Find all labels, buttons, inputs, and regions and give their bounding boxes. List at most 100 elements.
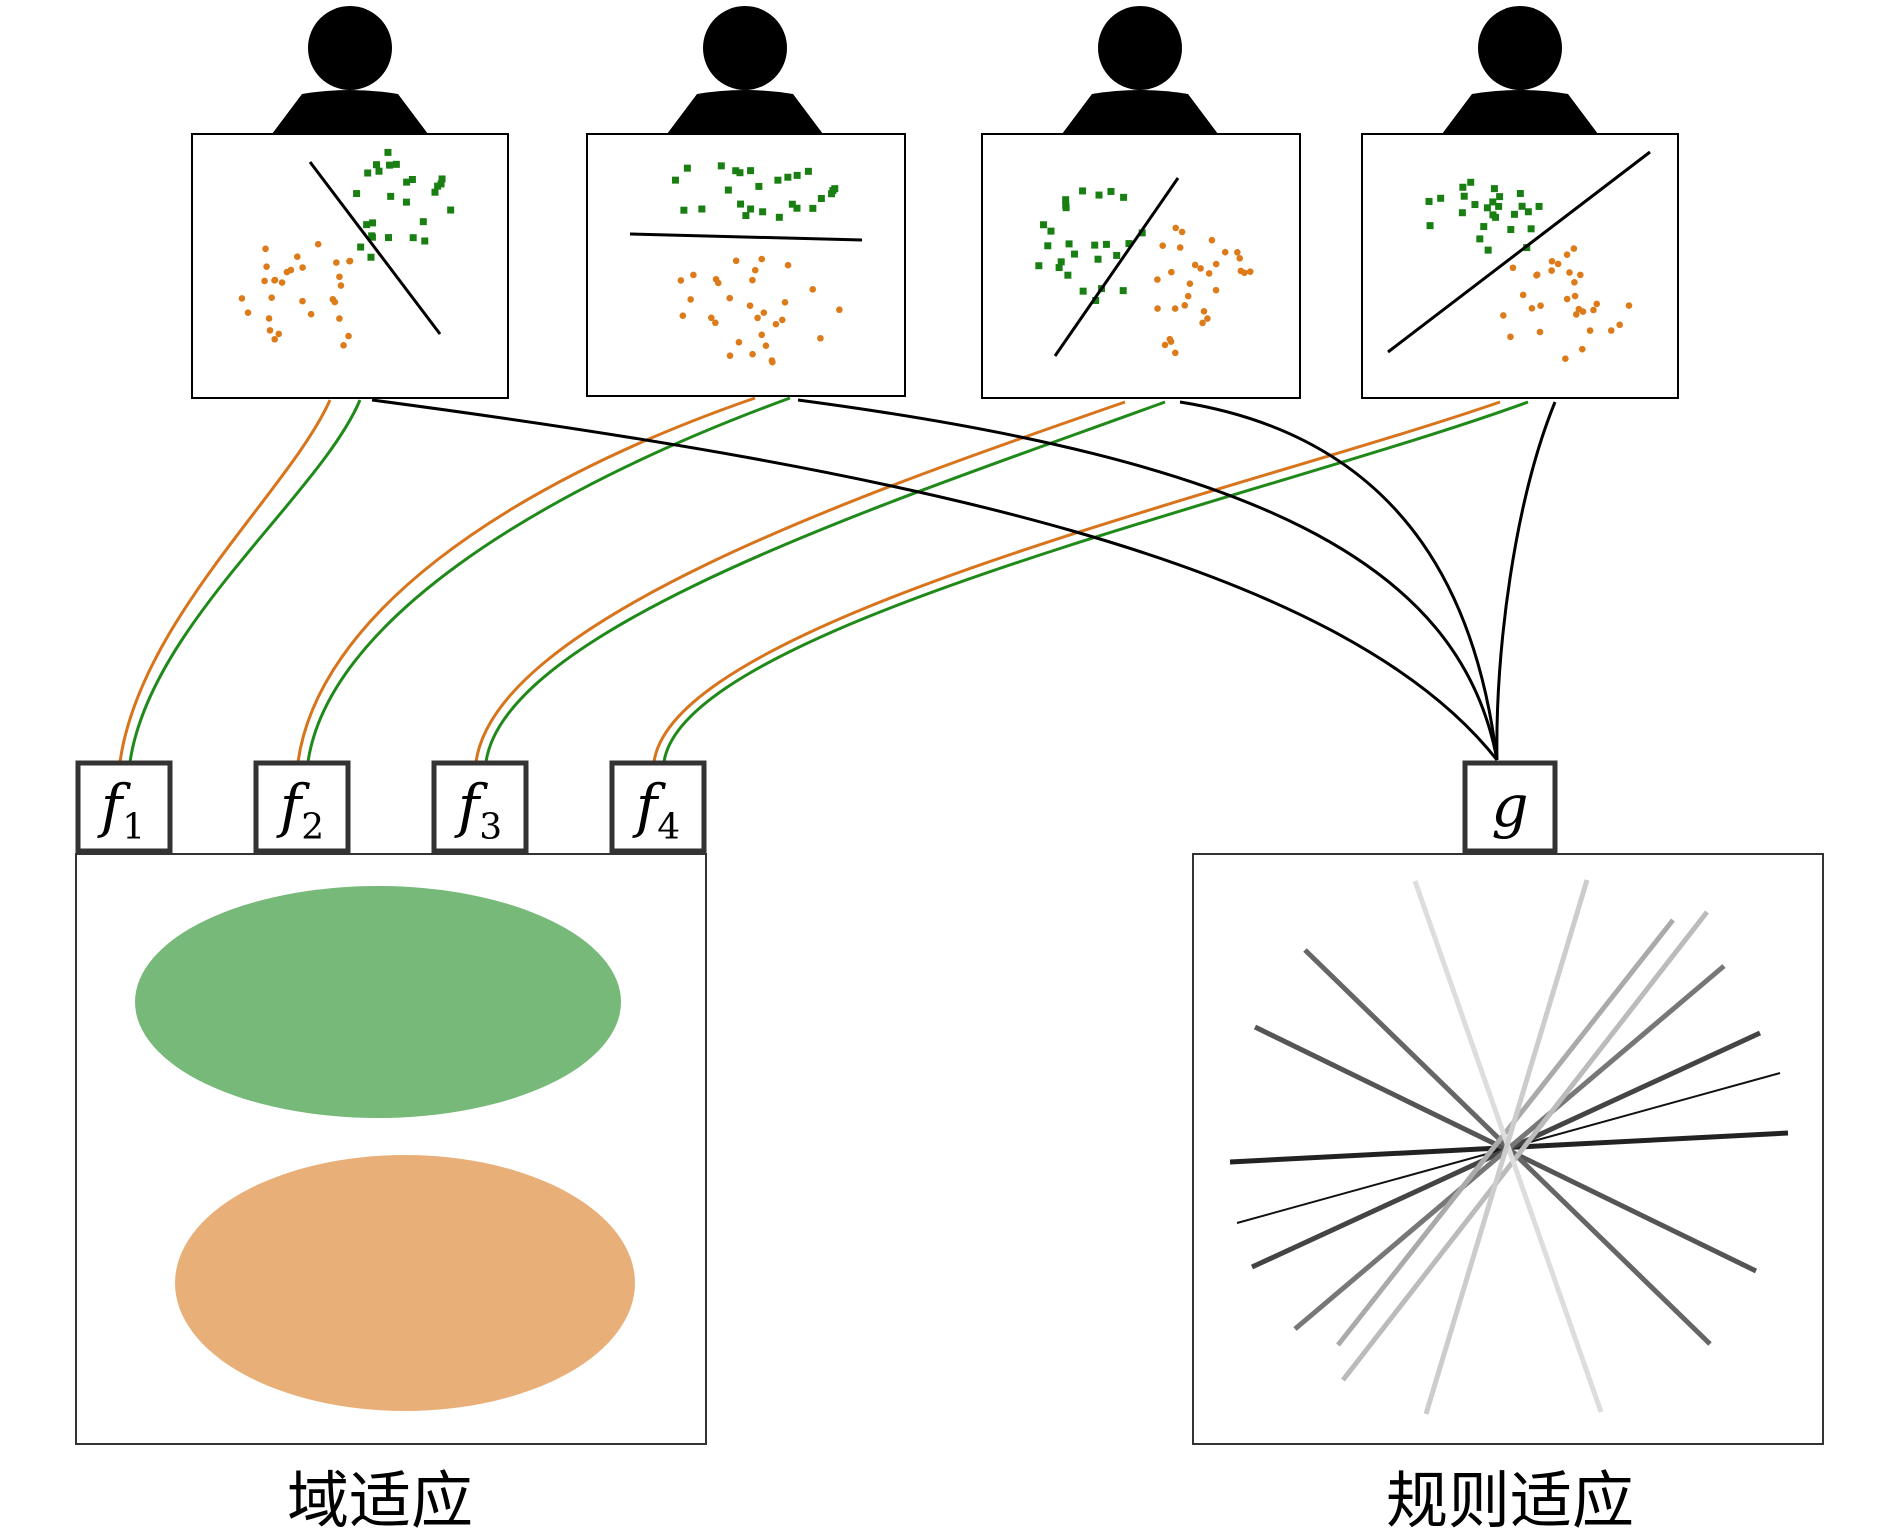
green-marker	[1527, 225, 1535, 233]
green-marker	[1476, 235, 1484, 243]
orange-marker	[1528, 304, 1536, 312]
orange-marker	[1181, 302, 1189, 309]
orange-link	[118, 399, 332, 763]
orange-marker	[1178, 228, 1186, 236]
green-marker	[1484, 246, 1492, 254]
orange-marker	[754, 314, 761, 322]
orange-marker	[1236, 255, 1244, 262]
orange-marker	[340, 342, 347, 349]
green-marker	[1535, 202, 1543, 210]
orange-marker	[758, 255, 766, 263]
decision-boundary	[1387, 150, 1651, 354]
green-marker	[386, 161, 394, 169]
orange-marker	[714, 279, 722, 287]
orange-marker	[1171, 349, 1179, 357]
green-marker	[1496, 193, 1504, 201]
orange-marker	[283, 268, 291, 276]
person-head	[703, 6, 787, 90]
green-marker	[419, 218, 427, 226]
orange-marker	[836, 306, 843, 314]
green-marker	[353, 190, 361, 198]
green-marker	[431, 188, 439, 196]
green-marker	[759, 208, 767, 216]
caption-domain-adaptation: 域适应	[286, 1464, 473, 1537]
green-marker	[364, 169, 372, 177]
panel-frame	[191, 133, 509, 399]
domain-adaptation-panel	[75, 853, 707, 1445]
green-marker	[1091, 241, 1099, 249]
green-marker	[1125, 240, 1133, 248]
orange-marker	[1199, 319, 1206, 327]
orange-marker	[1570, 245, 1578, 252]
function-label-f4: f4	[635, 772, 681, 848]
orange-marker	[778, 316, 786, 324]
orange-marker	[732, 257, 740, 265]
green-marker	[402, 198, 410, 206]
green-marker	[1471, 201, 1479, 209]
green-marker	[1062, 196, 1070, 204]
orange-marker	[1172, 224, 1179, 232]
function-label-f3: f3	[457, 772, 503, 848]
green-marker	[1459, 183, 1467, 191]
green-marker	[742, 212, 750, 220]
green-marker	[1035, 262, 1043, 270]
green-marker	[438, 175, 446, 183]
orange-marker	[261, 277, 268, 285]
orange-marker	[1167, 338, 1175, 345]
orange-marker	[784, 261, 792, 269]
orange-marker	[1161, 341, 1169, 349]
green-marker	[698, 205, 706, 213]
orange-marker	[726, 352, 734, 359]
green-marker	[1047, 227, 1055, 235]
green-marker	[387, 192, 395, 200]
orange-marker	[712, 319, 719, 327]
green-marker	[1064, 271, 1072, 279]
person-icon	[667, 6, 823, 134]
decision-boundary	[629, 232, 863, 242]
client-panel	[191, 133, 509, 399]
orange-marker	[1563, 295, 1571, 303]
green-marker	[737, 200, 745, 208]
green-marker	[373, 161, 381, 169]
orange-marker	[1221, 248, 1229, 256]
green-marker	[680, 206, 688, 214]
orange-marker	[758, 331, 766, 339]
client-panel	[1361, 133, 1679, 399]
bottom-panels	[75, 760, 1824, 1445]
green-marker	[1102, 240, 1110, 248]
orange-marker	[1586, 327, 1594, 334]
orange-marker	[1572, 311, 1580, 318]
green-marker	[1425, 197, 1433, 205]
orange-link	[474, 400, 1126, 763]
candidate-rule-line	[1423, 879, 1590, 1415]
orange-marker	[337, 282, 345, 289]
green-marker	[1426, 222, 1434, 230]
green-marker	[1070, 250, 1078, 258]
orange-marker	[1519, 291, 1527, 299]
orange-marker	[244, 309, 252, 317]
green-marker	[369, 219, 377, 227]
orange-marker	[1548, 267, 1555, 274]
rule-adaptation-panel	[1192, 853, 1824, 1445]
green-marker	[1492, 213, 1500, 221]
green-marker	[408, 175, 416, 183]
orange-marker	[1616, 321, 1623, 329]
green-marker	[1119, 287, 1127, 295]
function-box	[75, 760, 173, 854]
orange-marker	[677, 277, 685, 284]
orange-marker	[333, 259, 340, 266]
orange-marker	[263, 263, 270, 271]
people-group	[272, 6, 1598, 134]
orange-marker	[768, 357, 776, 364]
orange-marker	[1212, 260, 1220, 268]
client-panel	[981, 133, 1301, 399]
orange-marker	[781, 298, 789, 306]
orange-link	[296, 396, 756, 763]
client-panels	[191, 133, 1679, 399]
person-shoulders	[1442, 90, 1598, 134]
green-marker	[1518, 202, 1526, 210]
orange-marker	[331, 298, 339, 306]
person-shoulders	[272, 90, 428, 134]
black-link	[371, 398, 1499, 761]
orange-marker	[1204, 315, 1211, 322]
